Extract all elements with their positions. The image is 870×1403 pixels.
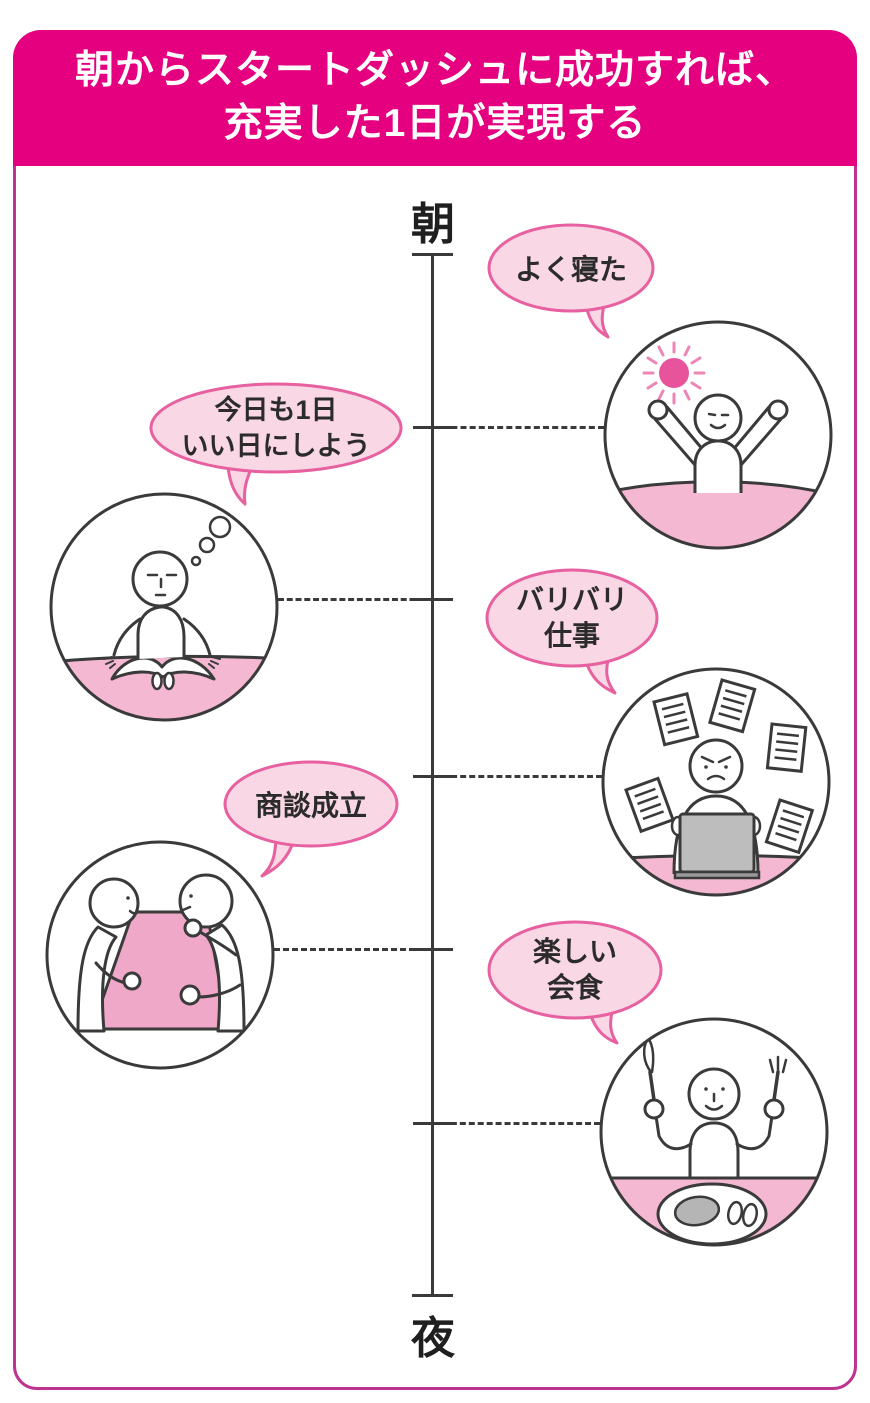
bubble-text: 会食 bbox=[546, 972, 603, 1003]
connector-dashed-line bbox=[433, 1122, 600, 1125]
meditating-person bbox=[103, 550, 221, 691]
waking-up-person-with-sun-icon bbox=[598, 315, 838, 555]
bubble-text: 仕事 bbox=[543, 620, 600, 651]
speech-bubble-slept-well: よく寝た bbox=[486, 222, 656, 342]
speech-bubble-deal-closed: 商談成立 bbox=[222, 760, 400, 880]
connector-dashed-line bbox=[274, 948, 433, 951]
title-line-1: 朝からスタートダッシュに成功すれば、 bbox=[74, 49, 795, 93]
stretching-person bbox=[647, 393, 789, 493]
meditating-person-icon bbox=[44, 487, 284, 727]
title-line-2: 充実した1日が実現する bbox=[223, 102, 647, 145]
timeline-label-night: 夜 bbox=[411, 1314, 455, 1363]
meeting-table bbox=[90, 910, 230, 1031]
bubble-text: 商談成立 bbox=[254, 790, 367, 821]
speech-bubble-hard-work: バリバリ 仕事 bbox=[484, 568, 660, 698]
timeline-label-morning: 朝 bbox=[411, 200, 455, 249]
laptop bbox=[673, 812, 761, 880]
knife-icon bbox=[642, 1036, 656, 1102]
bubble-text: 今日も1日 bbox=[214, 395, 338, 425]
right-person bbox=[178, 873, 246, 1033]
steak bbox=[673, 1195, 721, 1227]
bubble-text: 楽しい bbox=[532, 936, 617, 967]
fork-icon bbox=[768, 1055, 788, 1102]
bubble-text: よく寝た bbox=[514, 254, 627, 285]
timeline-tick bbox=[413, 948, 453, 951]
sun-icon bbox=[642, 341, 706, 405]
bubble-text: バリバリ bbox=[515, 584, 628, 615]
two-people-business-meeting-at-table-icon bbox=[40, 835, 280, 1075]
timeline-tick bbox=[413, 598, 453, 601]
bubble-text: いい日にしよう bbox=[181, 431, 371, 461]
dinner-table bbox=[601, 1176, 827, 1245]
timeline-bottom-bar bbox=[412, 1294, 453, 1297]
left-person bbox=[76, 877, 142, 1033]
speech-bubble-good-day: 今日も1日 いい日にしよう bbox=[148, 382, 404, 508]
person-working-at-laptop-with-flying-papers-icon bbox=[596, 662, 836, 902]
thought-bubbles bbox=[190, 515, 232, 567]
speech-bubble-fun-dinner: 楽しい 会食 bbox=[486, 920, 664, 1050]
connector-dashed-line bbox=[278, 598, 433, 601]
connector-dashed-line bbox=[433, 775, 602, 778]
dinner-person bbox=[642, 1036, 788, 1180]
connector-dashed-line bbox=[433, 426, 604, 429]
person-dining-with-knife-and-fork-icon bbox=[594, 1012, 834, 1252]
title-banner: 朝からスタートダッシュに成功すれば、 充実した1日が実現する bbox=[13, 30, 857, 166]
